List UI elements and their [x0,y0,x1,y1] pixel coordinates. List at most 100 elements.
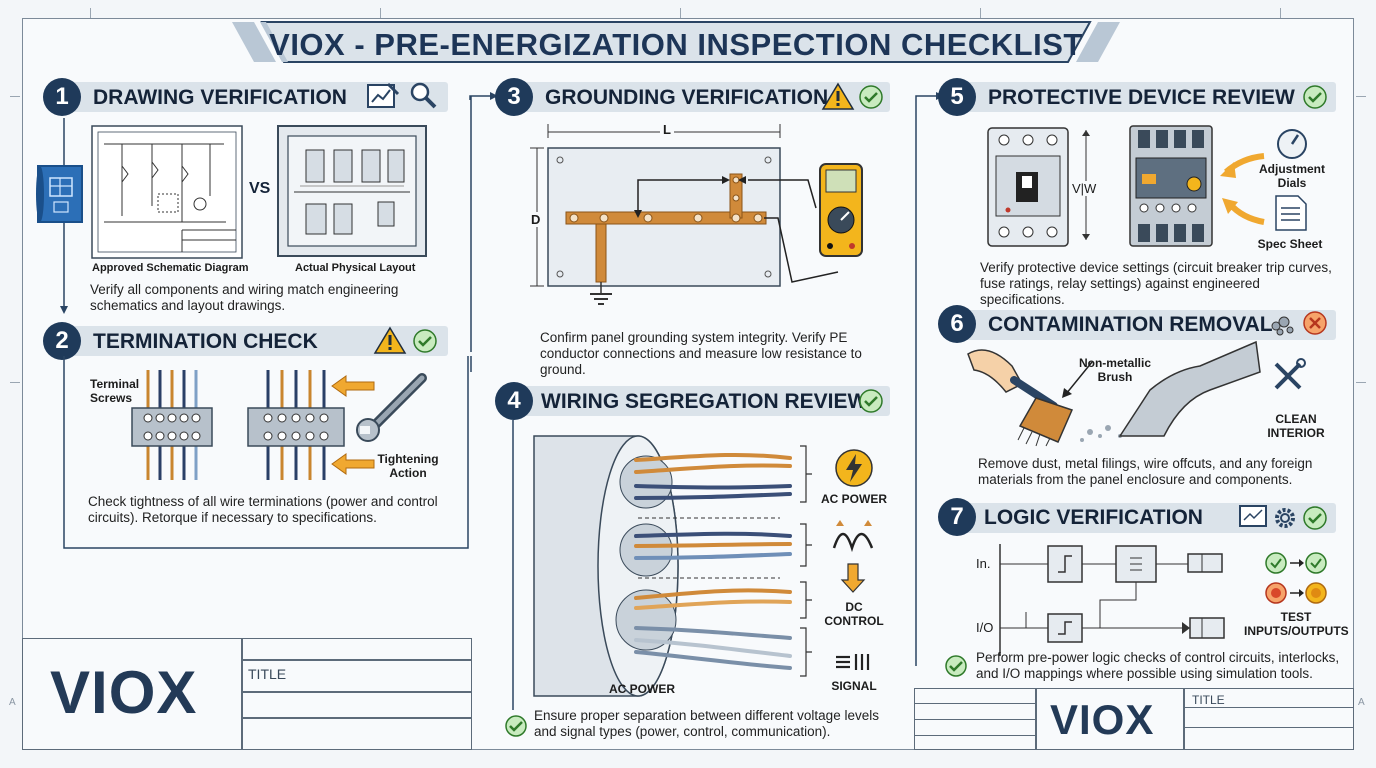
section-7-title: LOGIC VERIFICATION [984,506,1203,529]
header-banner-shape [232,21,1120,63]
section-5-header [956,82,1336,112]
schematic-diagram [91,125,243,259]
logic-diagram [999,544,1225,656]
section-5-number: 5 [938,78,976,116]
terminal-block-left [131,370,213,480]
tools-icon [1274,358,1306,390]
waveform-icon [832,520,874,553]
spec-sheet-label: Spec Sheet [1257,237,1323,251]
section-4-header [512,386,890,416]
dimension-l-label: L [660,122,674,137]
check-icon [413,329,437,353]
monitor-icon [1239,505,1267,527]
border-tick [90,8,91,18]
gear-icon [1275,508,1295,528]
grounding-panel [547,147,839,305]
cable-segregation-diagram [533,435,812,697]
check-icon [1303,506,1327,530]
border-tick [1356,382,1366,383]
section-6-title: CONTAMINATION REMOVAL [988,313,1273,336]
terminal-block-right [247,370,345,480]
vw-label: V|W [1072,181,1097,196]
section-1-number: 1 [43,78,81,116]
brand-logo: VIOX [50,659,198,726]
warning-icon [373,326,407,354]
title-field-label-small: TITLE [1192,693,1225,707]
title-field-label: TITLE [248,666,287,682]
border-tick [980,8,981,18]
border-tick [10,382,20,383]
dc-control-label: DC CONTROL [824,600,884,628]
layout-label: Actual Physical Layout [295,262,416,274]
flow-line-right [915,92,944,666]
cleaning-illustration [967,340,1261,447]
section-1-desc: Verify all components and wiring match e… [90,282,399,313]
section-4-desc: Ensure proper separation between differe… [534,708,879,739]
section-7-number: 7 [938,498,976,536]
chart-icon [367,82,400,108]
title-block-right [914,688,1354,750]
input-label: In. [976,556,991,571]
flow-arrow [469,92,498,100]
border-letter-left: A [9,697,16,708]
page-title: VIOX - PRE-ENERGIZATION INSPECTION CHECK… [269,27,1083,62]
warning-icon [821,82,855,110]
vs-label: VS [249,180,271,197]
section-5-title: PROTECTIVE DEVICE REVIEW [988,86,1295,109]
multimeter-icon [819,163,863,257]
section-6-desc: Remove dust, metal filings, wire offcuts… [978,456,1313,487]
remove-icon [1303,311,1327,335]
section-4-number: 4 [495,382,533,420]
arrow-left-icon [331,375,375,397]
section-5-desc: Verify protective device settings (circu… [980,260,1332,307]
section-2-desc: Check tightness of all wire terminations… [88,494,438,525]
tightening-action-label: Tightening Action [377,452,439,480]
section-1-title: DRAWING VERIFICATION [93,86,347,109]
dust-icon [1271,316,1294,336]
section-4-title: WIRING SEGREGATION REVIEW [541,390,868,413]
check-icon [859,389,883,413]
brush-label: Non-metallic Brush [1078,356,1151,384]
title-block-left [22,638,472,750]
border-tick [10,96,20,97]
section-2-number: 2 [43,322,81,360]
check-icon [1303,85,1327,109]
lightning-icon [835,449,873,487]
section-2-title: TERMINATION CHECK [93,330,318,353]
signal-icon [836,654,870,670]
protective-relay-icon [1129,125,1213,247]
section-3-number: 3 [495,78,533,116]
border-letter-right: A [1358,697,1365,708]
border-tick [680,8,681,18]
ac-power-label: AC POWER [821,492,887,506]
brand-logo-small: VIOX [1050,696,1155,743]
test-io-label: TEST INPUTS/OUTPUTS [1244,610,1349,638]
section-7-desc: Perform pre-power logic checks of contro… [976,650,1340,681]
blueprint-icon [36,165,83,223]
check-icon [945,655,967,677]
adjustment-arrows [1220,129,1307,231]
io-label: I/O [976,620,994,635]
ac-power-bottom-label: AC POWER [609,682,675,696]
signal-label: SIGNAL [831,679,877,693]
circuit-breaker-icon [987,127,1069,247]
physical-layout-diagram [277,125,427,257]
check-icon [859,85,883,109]
section-3-desc: Confirm panel grounding system integrity… [540,330,862,377]
terminal-screws-label: Terminal Screws [90,377,140,405]
flow-line [470,96,472,352]
border-tick [1280,8,1281,18]
magnifier-icon [410,82,437,109]
section-2-bracket [63,356,469,549]
flow-line [512,420,514,710]
wrench-icon [356,373,427,442]
section-6-number: 6 [938,305,976,343]
dimension-d-label: D [531,212,541,227]
section-3-title: GROUNDING VERIFICATION [545,86,829,109]
flow-arrow [470,356,472,372]
clean-interior-label: CLEAN INTERIOR [1267,412,1325,440]
border-tick [1356,96,1366,97]
header-banner: VIOX - PRE-ENERGIZATION INSPECTION CHECK… [232,20,1120,64]
adjustment-dials-label: Adjustment Dials [1259,162,1325,190]
check-icon [505,715,527,737]
